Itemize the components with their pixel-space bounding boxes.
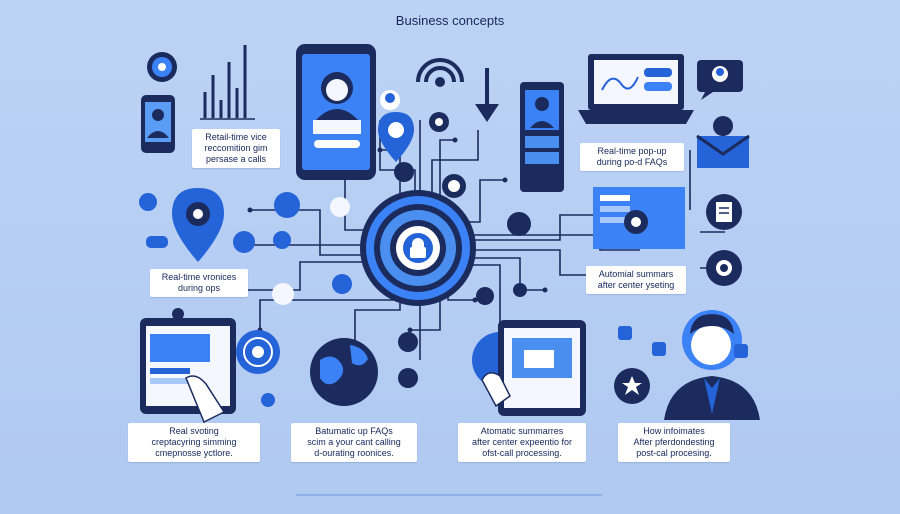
- caption-recognition: Retail-time vice reccomition gim persase…: [192, 129, 280, 168]
- caption-line: after center expeentio for: [471, 437, 573, 447]
- caption-summaries-top: Automial summars after center yseting: [586, 266, 686, 294]
- caption-real-scoring: Real svoting creptacyring simming cmepno…: [128, 423, 260, 462]
- caption-line: Real svoting: [169, 426, 219, 436]
- radar-icon: [236, 330, 280, 374]
- headset-agent-icon: [614, 310, 760, 420]
- download-arrow-icon: [475, 68, 499, 122]
- map-pin-icon: [378, 112, 414, 162]
- caption-line: during po-d FAQs: [596, 157, 668, 167]
- caption-line: d-ourating roonices.: [314, 448, 394, 458]
- tablet-touch-icon: [140, 308, 236, 424]
- caption-line: ofst-call processing.: [482, 448, 562, 458]
- caption-voices: Real-time vronices during ops: [150, 269, 248, 297]
- gear-small-icon: [429, 112, 449, 132]
- map-pin-icon: [172, 188, 224, 262]
- caption-line: persase a calls: [205, 154, 267, 164]
- caption-line: How infoimates: [643, 426, 705, 436]
- caption-line: Atomatic summarres: [480, 426, 564, 436]
- caption-line: reccomition gim: [204, 143, 268, 153]
- caption-line: during ops: [177, 283, 221, 293]
- bar-chart-icon: [200, 45, 255, 120]
- tablet-touch-icon: [472, 320, 586, 416]
- caption-line: creptacyring simming: [151, 437, 237, 447]
- video-agent-icon: [520, 82, 564, 192]
- toggle-pill-icon: [146, 236, 168, 248]
- bottom-divider: [296, 494, 602, 496]
- caption-line: Real-time pop-up: [597, 146, 667, 156]
- page-title: Business concepts: [395, 13, 505, 28]
- settings-gear-icon: [706, 250, 742, 286]
- caption-line: post-cal procesing.: [636, 448, 712, 458]
- phone-agent-icon: [296, 44, 376, 180]
- hub-lock-icon: [360, 190, 476, 306]
- email-agent-icon: [696, 116, 750, 168]
- caption-faqs: Batumatic up FAQs scim a your cant calli…: [291, 423, 417, 462]
- circle-buttons: [139, 162, 563, 407]
- target-icon: [147, 52, 177, 82]
- chat-bubble-icon: [697, 60, 743, 100]
- caption-line: After pferdondesting: [633, 437, 715, 447]
- caption-informates: How infoimates After pferdondesting post…: [618, 423, 730, 462]
- globe-icon: [310, 338, 378, 406]
- caption-line: scim a your cant calling: [307, 437, 401, 447]
- caption-line: after center yseting: [597, 280, 675, 290]
- phone-agent-icon: [141, 95, 175, 153]
- caption-line: Retail-time vice: [205, 132, 267, 142]
- caption-popup: Real-time pop-up during po-d FAQs: [580, 143, 684, 171]
- laptop-chart-icon: [578, 54, 694, 124]
- caption-line: Batumatic up FAQs: [315, 426, 393, 436]
- caption-summaries-bottom: Atomatic summarres after center expeenti…: [458, 423, 586, 462]
- wifi-signal-icon: [416, 58, 464, 87]
- settings-gear-icon: [624, 210, 648, 234]
- lightbulb-icon: [380, 90, 400, 110]
- caption-line: Automial summars: [598, 269, 674, 279]
- caption-line: Real-time vronices: [161, 272, 237, 282]
- caption-line: cmepnosse yctlore.: [155, 448, 233, 458]
- document-icon: [706, 194, 742, 230]
